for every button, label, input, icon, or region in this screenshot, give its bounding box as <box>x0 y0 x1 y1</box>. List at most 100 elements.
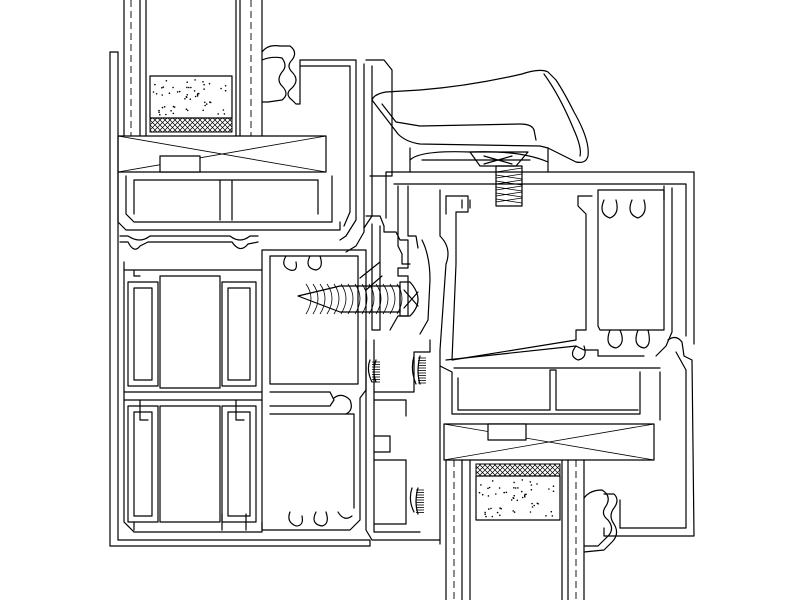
desiccant-dot <box>220 87 222 90</box>
desiccant-dot <box>204 104 206 107</box>
desiccant-dot <box>531 506 534 508</box>
desiccant-dot <box>203 83 205 86</box>
desiccant-dot <box>513 494 515 497</box>
desiccant-dot <box>165 80 168 82</box>
desiccant-dot <box>530 488 533 491</box>
screw-thread <box>396 283 403 315</box>
desiccant-dot <box>161 106 164 109</box>
desiccant-dot <box>487 495 490 497</box>
desiccant-dot <box>512 497 514 499</box>
desiccant-dot <box>186 94 189 96</box>
screw-thread <box>305 283 312 315</box>
desiccant-dot <box>481 493 484 496</box>
desiccant-dot <box>533 504 535 507</box>
screw-thread <box>340 283 347 315</box>
desiccant-dot <box>198 92 200 95</box>
desiccant-dot <box>152 91 155 93</box>
upper-setting-block <box>117 135 327 173</box>
lower-glazing-unit <box>445 459 621 600</box>
upper-sealant-hatch <box>149 117 233 133</box>
desiccant-dot <box>163 106 166 108</box>
desiccant-dot <box>165 113 167 116</box>
screw-thread <box>319 283 326 315</box>
desiccant-dot <box>223 113 226 115</box>
desiccant-dot <box>550 510 553 513</box>
desiccant-dot <box>196 95 199 97</box>
desiccant-dot <box>517 487 519 489</box>
desiccant-dot <box>172 105 175 108</box>
desiccant-dot <box>495 493 497 495</box>
desiccant-dot <box>496 511 499 514</box>
screw-thread <box>389 283 396 315</box>
desiccant-dot <box>205 103 208 105</box>
desiccant-dot <box>224 89 227 92</box>
desiccant-dot <box>190 86 192 89</box>
desiccant-dot <box>202 109 204 112</box>
desiccant-dot <box>513 481 515 484</box>
desiccant-dot <box>485 515 487 518</box>
desiccant-dot <box>194 79 196 81</box>
desiccant-dot <box>498 487 501 489</box>
handle-screw <box>469 151 529 207</box>
desiccant-dot <box>513 511 516 513</box>
desiccant-dot <box>513 487 515 489</box>
desiccant-dots-lower <box>478 479 555 518</box>
desiccant-dot <box>188 86 190 89</box>
desiccant-dot <box>204 101 206 104</box>
desiccant-dot <box>531 502 533 505</box>
desiccant-dot <box>484 513 487 515</box>
upper-spacer-desiccant <box>149 75 233 119</box>
desiccant-dot <box>186 86 188 89</box>
screw-thread <box>312 283 319 315</box>
screw-thread <box>375 283 382 315</box>
desiccant-dot <box>536 483 538 485</box>
screw-thread <box>347 283 354 315</box>
desiccant-dot <box>520 490 523 493</box>
desiccant-dot <box>491 515 494 518</box>
desiccant-dot <box>208 82 211 85</box>
window-handle <box>371 69 589 173</box>
desiccant-dot <box>158 109 160 112</box>
lower-spacer-desiccant <box>475 475 561 521</box>
desiccant-dot <box>514 487 517 489</box>
desiccant-dot <box>202 81 204 83</box>
desiccant-dot <box>525 493 527 496</box>
desiccant-dot <box>521 496 524 499</box>
desiccant-dot <box>478 491 481 494</box>
desiccant-dot <box>176 91 179 93</box>
desiccant-dot <box>217 113 219 115</box>
desiccant-dot <box>524 496 526 498</box>
desiccant-dot <box>480 484 482 486</box>
desiccant-dot <box>170 110 172 112</box>
desiccant-dot <box>155 93 158 95</box>
screw-thread <box>382 283 389 315</box>
desiccant-dot <box>516 499 519 502</box>
desiccant-dot <box>521 479 524 481</box>
desiccant-dot <box>529 481 532 483</box>
desiccant-dot <box>168 92 171 94</box>
lower-sealant-hatch <box>475 463 561 477</box>
desiccant-dot <box>172 112 175 115</box>
desiccant-dot <box>161 94 163 96</box>
desiccant-dot <box>186 81 188 83</box>
desiccant-dot <box>490 507 492 510</box>
desiccant-dot <box>552 485 555 488</box>
desiccant-dot <box>172 86 174 89</box>
desiccant-dot <box>203 88 205 90</box>
desiccant-dot <box>551 515 554 517</box>
screw-thread <box>361 283 368 315</box>
desiccant-dot <box>158 111 160 114</box>
desiccant-dot <box>488 508 490 510</box>
desiccant-dot <box>224 85 227 87</box>
desiccant-dot <box>512 510 514 512</box>
desiccant-dot <box>545 515 547 517</box>
desiccant-dot <box>548 488 550 490</box>
frame-right-chamber <box>261 249 367 531</box>
desiccant-dot <box>491 480 494 482</box>
desiccant-dot <box>185 108 188 110</box>
desiccant-dot <box>499 514 501 517</box>
desiccant-dot <box>189 98 192 100</box>
desiccant-dot <box>193 90 196 92</box>
outer-frame-left <box>109 51 371 547</box>
desiccant-dot <box>484 511 486 514</box>
